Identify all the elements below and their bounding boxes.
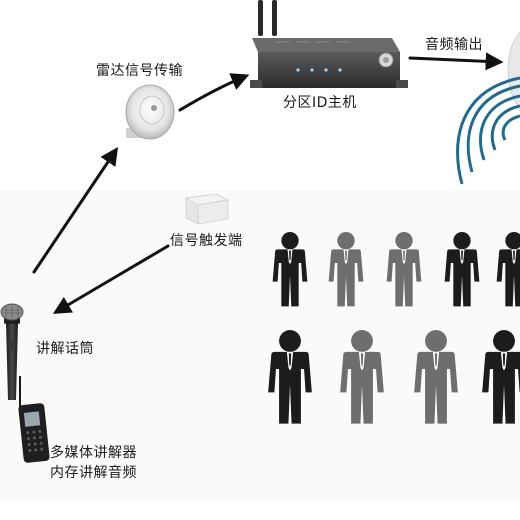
- person-silhouette-icon: [328, 232, 364, 307]
- arrow-radar-to-host: [178, 73, 250, 112]
- radar-signal-label: 雷达信号传输: [96, 63, 183, 79]
- arrow-trigger-to-mic: [52, 244, 170, 314]
- signal-trigger-device-icon: [184, 193, 230, 225]
- person-silhouette-icon: [386, 232, 422, 307]
- signal-trigger-label: 信号触发端: [170, 233, 243, 249]
- radar-dish-icon: [125, 84, 175, 140]
- zone-host-label: 分区ID主机: [283, 95, 357, 111]
- multimedia-guide-device-icon: [18, 376, 50, 463]
- guide-device-label-line2: 内存讲解音频: [50, 465, 137, 481]
- arrow-host-to-speaker: [408, 52, 504, 71]
- sound-waves-icon: [456, 76, 520, 185]
- person-silhouette-icon: [272, 232, 308, 307]
- person-silhouette-icon: [482, 330, 520, 424]
- person-silhouette-icon: [268, 330, 312, 424]
- arrow-mic-to-radar: [32, 147, 119, 274]
- microphone-icon: [0, 303, 24, 400]
- microphone-label: 讲解话筒: [36, 341, 94, 357]
- guide-device-label-line1: 多媒体讲解器: [50, 445, 137, 461]
- person-silhouette-icon: [414, 330, 458, 424]
- crowd-of-people: [268, 232, 520, 424]
- zone-host-device-icon: [250, 0, 408, 88]
- audio-output-label: 音频输出: [425, 37, 483, 53]
- person-silhouette-icon: [340, 330, 384, 424]
- person-silhouette-icon: [496, 232, 520, 307]
- person-silhouette-icon: [444, 232, 480, 307]
